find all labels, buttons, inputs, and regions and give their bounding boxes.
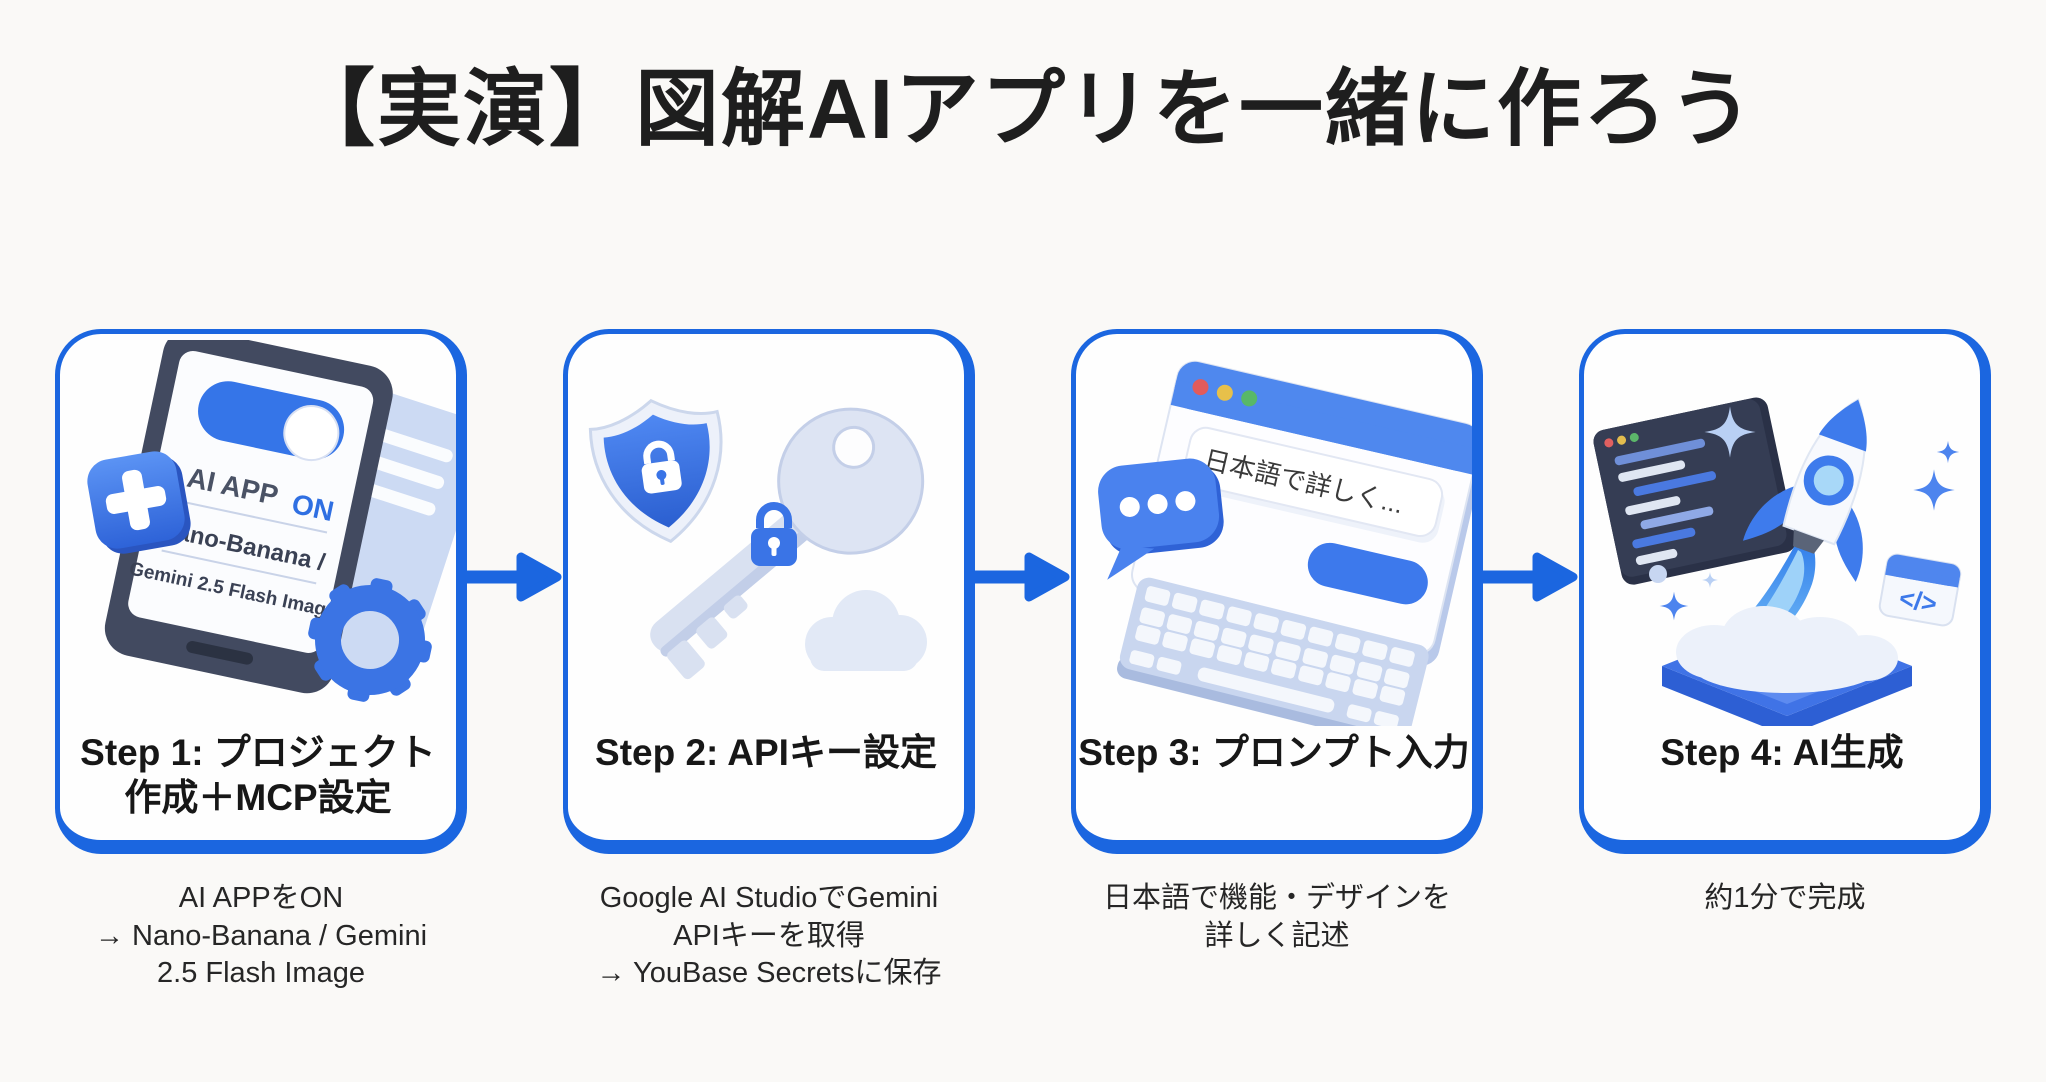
step-2-label: Step 2: APIキー設定	[595, 730, 937, 775]
code-tag-text: </>	[1897, 583, 1939, 619]
step-1-desc-line2: → Nano-Banana / Gemini	[94, 919, 428, 952]
lock-icon	[751, 502, 797, 566]
step-2-card: Step 2: APIキー設定	[563, 329, 975, 854]
step-2-desc-line2: APIキーを取得	[673, 919, 865, 952]
step-3-card: 日本語で詳しく...	[1071, 329, 1483, 854]
keyboard-icon	[1117, 577, 1429, 726]
tablet-icon: AI APP ON Nano-Banana / Gemini 2.5 Flash…	[104, 340, 393, 694]
step-1-label-line1: Step 1: プロジェクト	[80, 732, 436, 773]
traffic-light-red	[1192, 379, 1209, 396]
flow-arrow-icon-1	[467, 552, 562, 602]
sparkle-icon	[1649, 406, 1960, 621]
step-3-illustration: 日本語で詳しく...	[1098, 360, 1472, 726]
browser-window-icon: 日本語で詳しく...	[1131, 360, 1472, 666]
step-3-label: Step 3: プロンプト入力	[1078, 730, 1470, 775]
step-1-desc-line1: AI APPをON	[178, 882, 344, 914]
step-1-desc-line3: 2.5 Flash Image	[157, 957, 365, 990]
gear-icon	[307, 578, 433, 703]
step-3-description: 日本語で機能・デザインを 詳しく記述	[1103, 880, 1451, 955]
step-1-column: AI APP ON Nano-Banana / Gemini 2.5 Flash…	[55, 329, 467, 993]
flow-arrow-icon-3	[1483, 552, 1578, 602]
step-4-label: Step 4: AI生成	[1660, 730, 1903, 775]
step-4-column: </> Step 4: AI生成 約1分で完成	[1579, 329, 1991, 918]
chat-bubble-icon	[1098, 458, 1224, 580]
shield-lock-icon	[588, 398, 723, 544]
rocket-flame-inner	[1748, 550, 1805, 631]
page-title: 【実演】図解AIアプリを一緒に作ろう	[290, 62, 1755, 156]
step-2-description: Google AI StudioでGemini APIキーを取得 → YouBa…	[597, 880, 942, 993]
step-2-illustration	[588, 398, 927, 680]
step-3-column: 日本語で詳しく...	[1071, 329, 1483, 955]
step-2-desc-line1: Google AI StudioでGemini	[599, 882, 939, 914]
code-editor-icon	[1593, 397, 1796, 585]
rocket-icon	[1742, 398, 1867, 582]
traffic-light-yellow	[1216, 384, 1233, 401]
step-3-desc-line2: 詳しく記述	[1204, 919, 1350, 952]
step-1-description: AI APPをON → Nano-Banana / Gemini 2.5 Fla…	[95, 880, 427, 993]
flow-arrow-icon-2	[975, 552, 1070, 602]
step-1-card: AI APP ON Nano-Banana / Gemini 2.5 Flash…	[55, 329, 467, 854]
smoke-cloud-icon	[1676, 606, 1898, 693]
cloud-icon	[805, 590, 927, 671]
step-1-illustration: AI APP ON Nano-Banana / Gemini 2.5 Flash…	[87, 340, 456, 703]
step-4-label-line1: Step 4: AI生成	[1660, 732, 1904, 773]
submit-button-shape	[1307, 542, 1428, 605]
steps-row: AI APP ON Nano-Banana / Gemini 2.5 Flash…	[0, 329, 2046, 993]
step-4-desc-line1: 約1分で完成	[1704, 882, 1866, 914]
toggle-on-icon	[198, 381, 345, 462]
step-4-illustration: </>	[1593, 397, 1962, 726]
step-4-description: 約1分で完成	[1704, 880, 1865, 918]
step-1-label: Step 1: プロジェクト 作成＋MCP設定	[80, 730, 436, 820]
step-1-label-line2: 作成＋MCP設定	[124, 777, 392, 819]
code-tag-icon: </>	[1878, 553, 1962, 627]
step-3-desc-line1: 日本語で機能・デザインを	[1102, 882, 1451, 914]
plus-icon	[87, 451, 191, 554]
step-2-column: Step 2: APIキー設定 Google AI StudioでGemini …	[563, 329, 975, 993]
step-2-label-line1: Step 2: APIキー設定	[595, 732, 937, 773]
step-4-card: </> Step 4: AI生成	[1579, 329, 1991, 854]
traffic-light-green	[1241, 390, 1258, 407]
text-input-icon: 日本語で詳しく...	[1183, 426, 1445, 543]
step-2-desc-line3: → YouBase Secretsに保存	[596, 957, 942, 990]
step-3-label-line1: Step 3: プロンプト入力	[1078, 732, 1470, 773]
